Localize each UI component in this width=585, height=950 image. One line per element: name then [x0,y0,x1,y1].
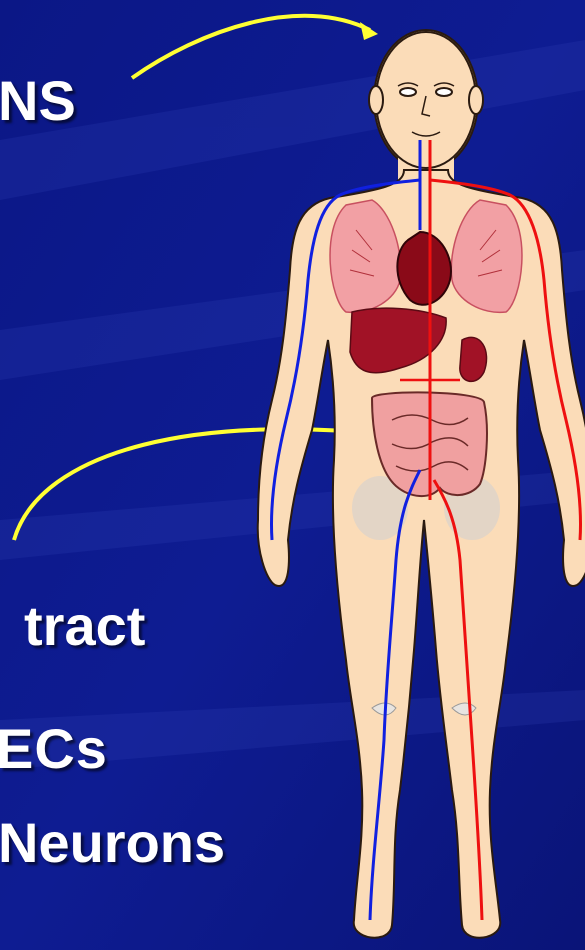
arrow-to-brain-head [360,22,378,40]
kidney [460,337,487,381]
arrow-to-brain [132,16,370,78]
